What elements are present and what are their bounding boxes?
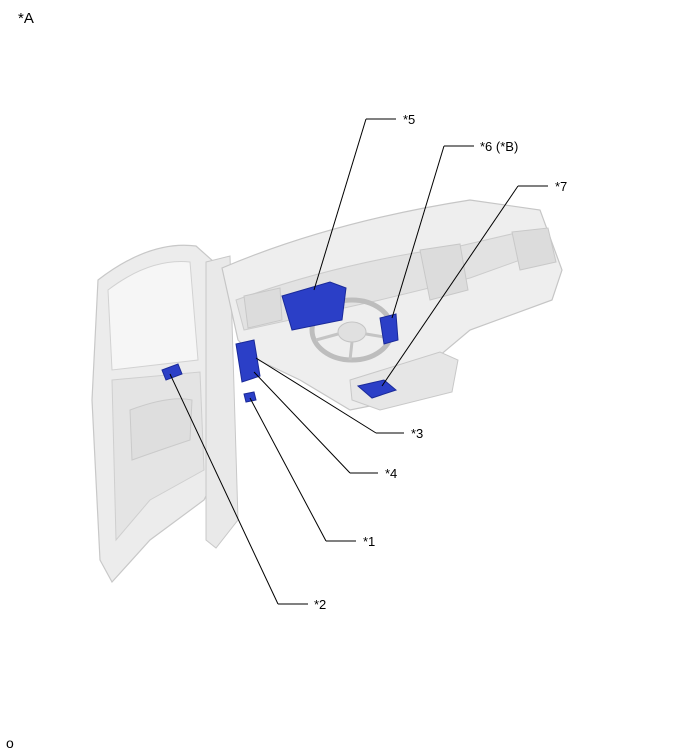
dashboard-illustration xyxy=(221,199,563,411)
front-door-illustration xyxy=(91,244,215,584)
callout-6: *6 (*B) xyxy=(480,139,518,154)
callout-7: *7 xyxy=(555,179,567,194)
callout-1: *1 xyxy=(363,534,375,549)
part-1-connector xyxy=(243,391,257,403)
part-6-module xyxy=(379,313,399,345)
callout-4: *4 xyxy=(385,466,397,481)
part-3-4-body-ecu xyxy=(235,339,261,383)
part-5-combination-meter xyxy=(281,281,347,331)
view-label: *A xyxy=(18,10,34,27)
footer-code: o xyxy=(6,735,14,751)
part-2-door-switch xyxy=(161,363,183,381)
callout-5: *5 xyxy=(403,112,415,127)
leader-lines xyxy=(169,118,548,605)
highlighted-components xyxy=(161,281,399,403)
callout-3: *3 xyxy=(411,426,423,441)
a-pillar-illustration xyxy=(205,255,239,549)
part-7-module xyxy=(356,379,398,399)
callout-2: *2 xyxy=(314,597,326,612)
